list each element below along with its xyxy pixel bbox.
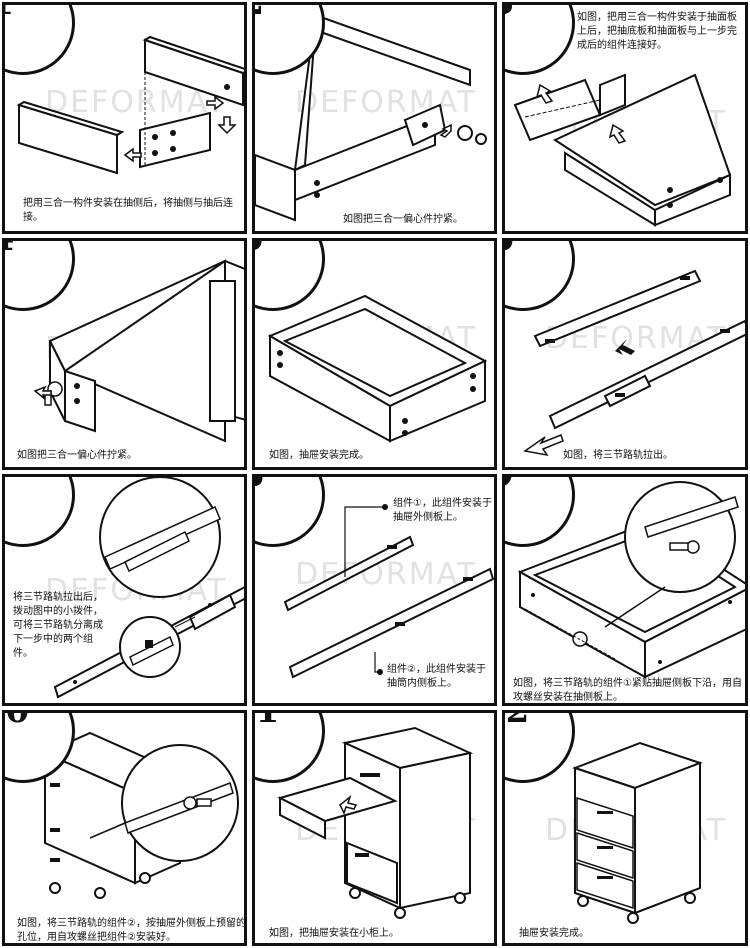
step-3-panel: DEFORMAT 如图，把用三合一构件安装于抽面板上后，把抽底板和抽面板与上一步… [502, 2, 748, 234]
step-9-panel: DEFORMAT 如图，将三节路轨的组件①紧贴抽屉侧板下沿，用自攻螺丝安装在抽侧… [502, 474, 748, 706]
step-3-caption: 如图，把用三合一构件安装于抽面板上后，把抽底板和抽面板与上一步完成后的组件连接好… [577, 12, 737, 51]
step-12-illustration [572, 741, 703, 924]
component-1-callout: 组件①，此组件安装于抽屉外侧板上。 [393, 498, 492, 523]
step-12-caption: 抽屉安装完成。 [519, 928, 589, 939]
step-7-panel: DEFORMAT 将三节路轨拉出后，拨动图中的小拨件，可将三节路轨分离成下一步中… [2, 474, 247, 706]
step-1-illustration [16, 35, 244, 175]
step-5-caption: 如图，抽屉安装完成。 [269, 450, 369, 461]
step-1-panel: DEFORMAT 把用三合一构件安装在抽侧后，将抽侧与抽后连接。 1 [2, 2, 247, 234]
step-6-caption: 如图，将三节路轨拉出。 [563, 450, 673, 461]
step-11-illustration [277, 726, 474, 919]
step-12-panel: DEFORMAT 抽屉安装完成。 12 [502, 710, 748, 946]
step-6-illustration [523, 269, 745, 457]
step-7-caption: 将三节路轨拉出后，拨动图中的小拨件，可将三节路轨分离成下一步中的两个组件。 [13, 592, 103, 659]
step-2-illustration [255, 13, 487, 222]
step-5-panel: DEFORMAT 如图，抽屉安装完成。 5 [252, 238, 497, 470]
step-8-panel: DEFORMAT 组件①，此组件安装于抽屉外侧板上。 组件②，此组件安装于抽筒内… [252, 474, 497, 706]
step-11-caption: 如图，把抽屉安装在小柜上。 [269, 928, 399, 939]
step-5-illustration [267, 294, 488, 443]
step-2-caption: 如图把三合一偏心件拧紧。 [343, 214, 463, 225]
step-7-illustration [53, 477, 244, 699]
step-6-panel: DEFORMAT 如图，将三节路轨拉出。 6 [502, 238, 748, 470]
step-11-panel: DEFORMAT 如图，把抽屉安装在小柜上。 11 [252, 710, 497, 946]
step-2-panel: DEFORMAT 如图把三合一偏心件拧紧。 2 [252, 2, 497, 234]
step-1-caption: 把用三合一构件安装在抽侧后，将抽侧与抽后连接。 [23, 198, 233, 223]
step-3-illustration [513, 73, 732, 227]
step-10-panel: DEFORMAT 如图，将三节路轨的组件②，按抽屉外侧板上预留的孔位，用自攻螺丝… [2, 710, 247, 946]
watermark: DEFORMAT [295, 85, 478, 120]
step-9-illustration [517, 481, 745, 679]
step-10-caption: 如图，将三节路轨的组件②，按抽屉外侧板上预留的孔位，用自攻螺丝把组件②安装好。 [17, 918, 246, 943]
step-10-illustration [42, 731, 239, 899]
step-4-panel: DEFORMAT 如图把三合一偏心件拧紧。 4 [2, 238, 247, 470]
step-4-caption: 如图把三合一偏心件拧紧。 [17, 450, 137, 461]
step-8-illustration [283, 504, 494, 679]
component-2-callout: 组件②，此组件安装于抽筒内侧板上。 [387, 664, 486, 689]
step-4-illustration [33, 259, 244, 443]
watermark: DEFORMAT [45, 85, 228, 120]
step-9-caption: 如图，将三节路轨的组件①紧贴抽屉侧板下沿，用自攻螺丝安装在抽侧板上。 [513, 678, 742, 703]
